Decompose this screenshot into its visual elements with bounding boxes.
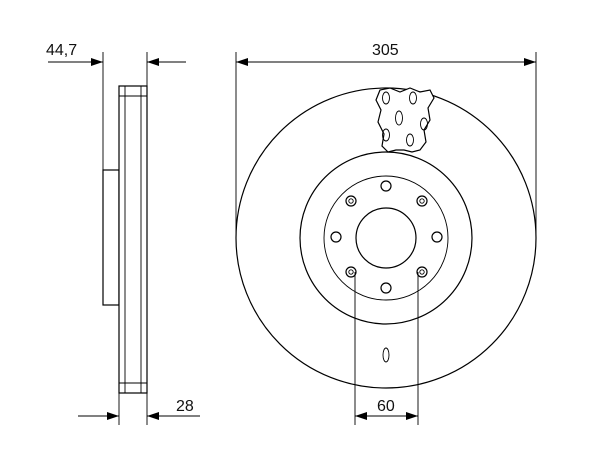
balance-mark — [382, 347, 390, 363]
disc-front-view — [235, 87, 537, 389]
hat-inner-circle — [323, 175, 449, 301]
bolt-hole — [330, 231, 342, 243]
dimension-label-offset-height: 44,7 — [46, 42, 77, 59]
disc-side-view — [102, 85, 148, 394]
dimension-bolt-hole-spacing: 60 — [355, 398, 418, 420]
dimension-label-bolt-hole-spacing: 60 — [377, 398, 395, 415]
dimension-outer-diameter: 305 — [236, 42, 536, 66]
bolt-hole — [345, 266, 357, 278]
bolt-hole — [416, 266, 428, 278]
bolt-hole — [431, 231, 443, 243]
dimension-offset-height: 44,7 — [46, 42, 186, 66]
hat-outer-circle — [299, 151, 473, 325]
dimension-label-outer-diameter: 305 — [372, 42, 399, 59]
side-extension-lines — [102, 52, 148, 425]
bolt-hole — [380, 180, 392, 192]
hub-stub — [102, 169, 120, 306]
disc-side-body — [118, 85, 148, 394]
center-bore-circle — [355, 207, 417, 269]
dimension-label-disc-thickness: 28 — [176, 398, 194, 415]
bolt-holes — [330, 180, 443, 294]
dimension-disc-thickness: 28 — [78, 398, 200, 420]
front-extension-lines — [235, 52, 537, 238]
bolt-hole — [416, 195, 428, 207]
bolt-hole — [380, 282, 392, 294]
bolt-hole — [345, 195, 357, 207]
vent-cutaway — [375, 87, 435, 153]
bolt-extension-lines — [354, 272, 419, 425]
